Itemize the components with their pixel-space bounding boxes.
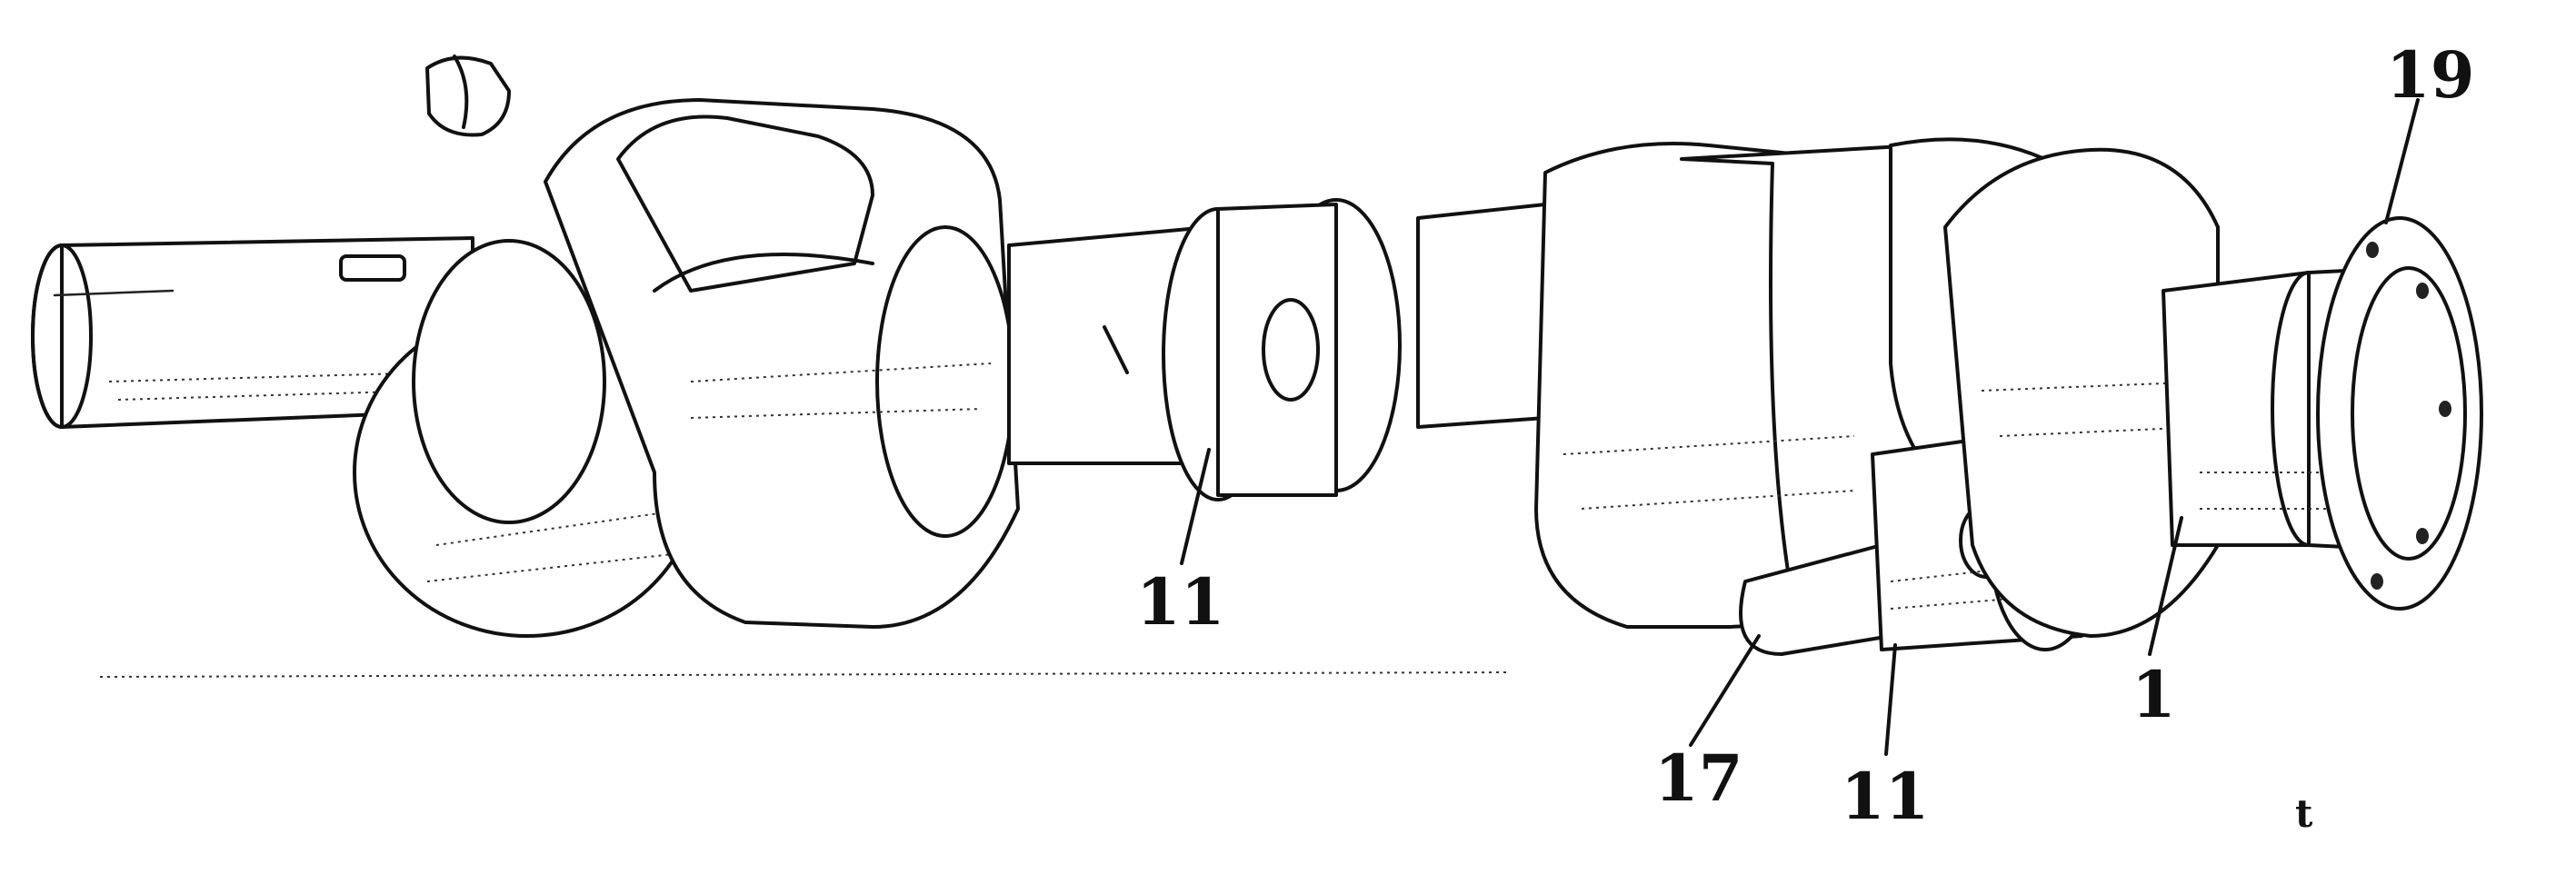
leader-17	[1689, 634, 1761, 747]
journal-left	[1007, 198, 1402, 502]
flange	[2316, 216, 2483, 611]
leader-1	[2148, 516, 2183, 656]
callout-1: 1	[2132, 657, 2176, 732]
crank-web-1	[544, 98, 1020, 629]
leader-11-left	[1180, 448, 1211, 565]
baseline	[99, 671, 1510, 678]
leader-11-right	[1884, 643, 1897, 756]
stray-mark: t	[2295, 791, 2313, 836]
plug-part	[425, 55, 511, 137]
callout-11-right: 11	[1841, 759, 1930, 834]
callout-11-left: 11	[1136, 564, 1225, 640]
leader-19	[2384, 98, 2420, 224]
callout-17: 17	[1654, 740, 1743, 816]
center-counterweight	[1416, 142, 1933, 638]
callout-19: 19	[2386, 37, 2475, 113]
